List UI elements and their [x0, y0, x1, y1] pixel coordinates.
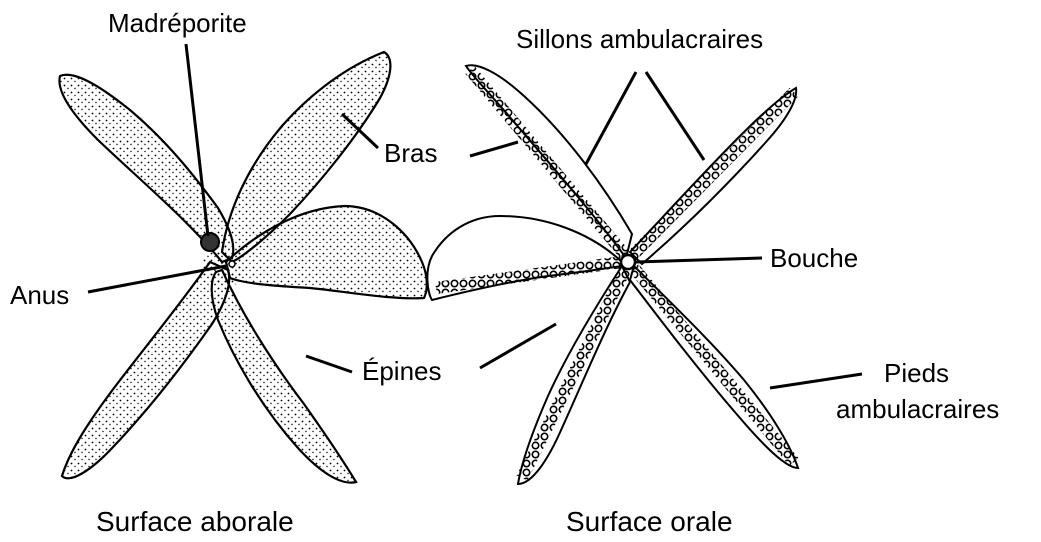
label-bras: Bras — [384, 140, 437, 166]
ambulacral-groove-4 — [522, 268, 626, 478]
leader-sillons-right — [646, 72, 704, 160]
ambulacral-groove-5 — [634, 268, 794, 462]
anus-pore — [229, 261, 235, 267]
label-epines: Épines — [362, 358, 442, 384]
aboral-starfish — [59, 52, 426, 483]
label-anus: Anus — [10, 282, 69, 308]
oral-mouth — [621, 255, 635, 269]
caption-surface-aborale: Surface aborale — [96, 508, 294, 536]
aboral-arm-lower-right — [212, 270, 356, 483]
label-madreporite: Madréporite — [108, 10, 247, 36]
aboral-arm-lower-left — [62, 262, 229, 478]
leader-bouche — [636, 258, 762, 262]
label-bouche: Bouche — [770, 245, 858, 271]
leader-epines-left — [306, 356, 352, 372]
leader-pieds — [770, 374, 862, 388]
caption-surface-orale: Surface orale — [566, 508, 733, 536]
label-sillons-ambulacraires: Sillons ambulacraires — [516, 26, 763, 52]
leader-bras-right — [470, 142, 518, 156]
leader-epines-right — [480, 324, 556, 368]
leader-sillons-left — [586, 72, 636, 164]
madreporite-plate — [201, 233, 219, 251]
oral-starfish — [427, 65, 798, 484]
label-pieds-line1: Pieds — [884, 360, 949, 386]
label-pieds-line2: ambulacraires — [836, 396, 999, 422]
ambulacral-groove-2 — [632, 92, 794, 256]
